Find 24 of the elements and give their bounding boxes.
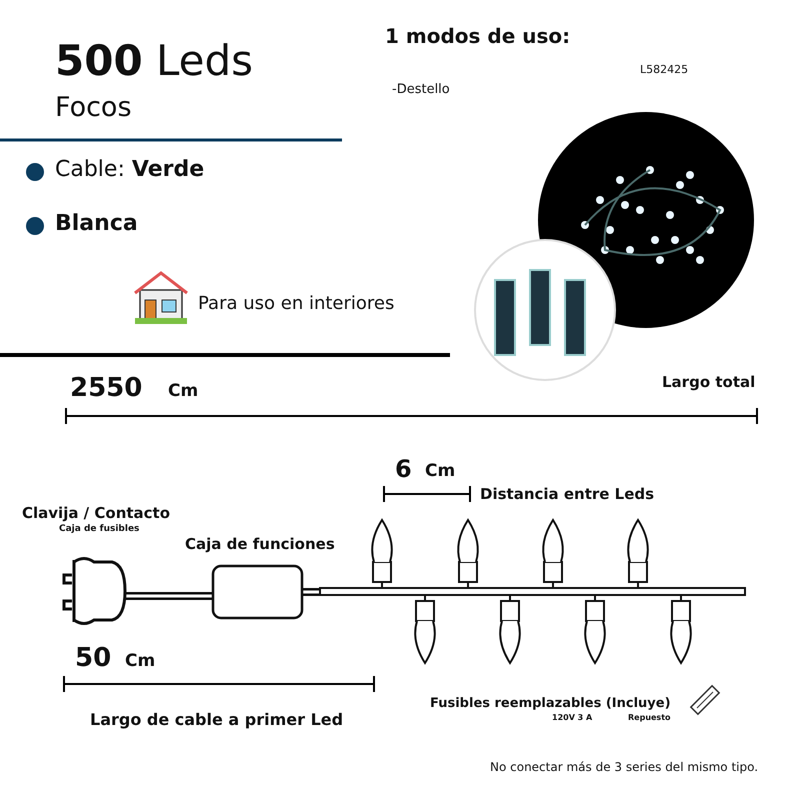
note-text: No conectar más de 3 series del mismo tipo. xyxy=(490,761,758,774)
component-label: Clavija / Contacto xyxy=(22,505,170,522)
component-label: Caja de funciones xyxy=(185,536,335,552)
dimension-caption: Largo de cable a primer Led xyxy=(90,711,344,729)
spec-text: Cable: Verde xyxy=(55,158,204,182)
caption-text: Fusibles reemplazables (Incluye) xyxy=(430,697,671,712)
usage-note: Para uso en interiores xyxy=(198,294,394,314)
dimension-caption: Largo total xyxy=(662,374,756,390)
subtitle: Focos xyxy=(55,93,132,123)
dimension-value: 50 xyxy=(75,644,112,673)
unit-text: Cm xyxy=(425,462,456,481)
caption-text: Caja de fusibles xyxy=(59,525,140,535)
dimension-caption: Distancia entre Leds xyxy=(480,486,654,502)
headline: 500 Leds xyxy=(55,38,254,84)
dimension-value: 6 xyxy=(395,456,412,482)
dimension-value: 2550 xyxy=(70,374,142,403)
unit-text: Cm xyxy=(168,382,198,401)
product-code: L582425 xyxy=(640,64,688,76)
heading: 1 modos de uso: xyxy=(385,25,570,47)
mode-text: -Destello xyxy=(392,83,450,98)
spec-text: 120V 3 A xyxy=(552,714,592,723)
spec-text: Repuesto xyxy=(628,714,671,723)
unit-text: Cm xyxy=(125,652,156,671)
spec-text: Blanca xyxy=(55,212,138,236)
